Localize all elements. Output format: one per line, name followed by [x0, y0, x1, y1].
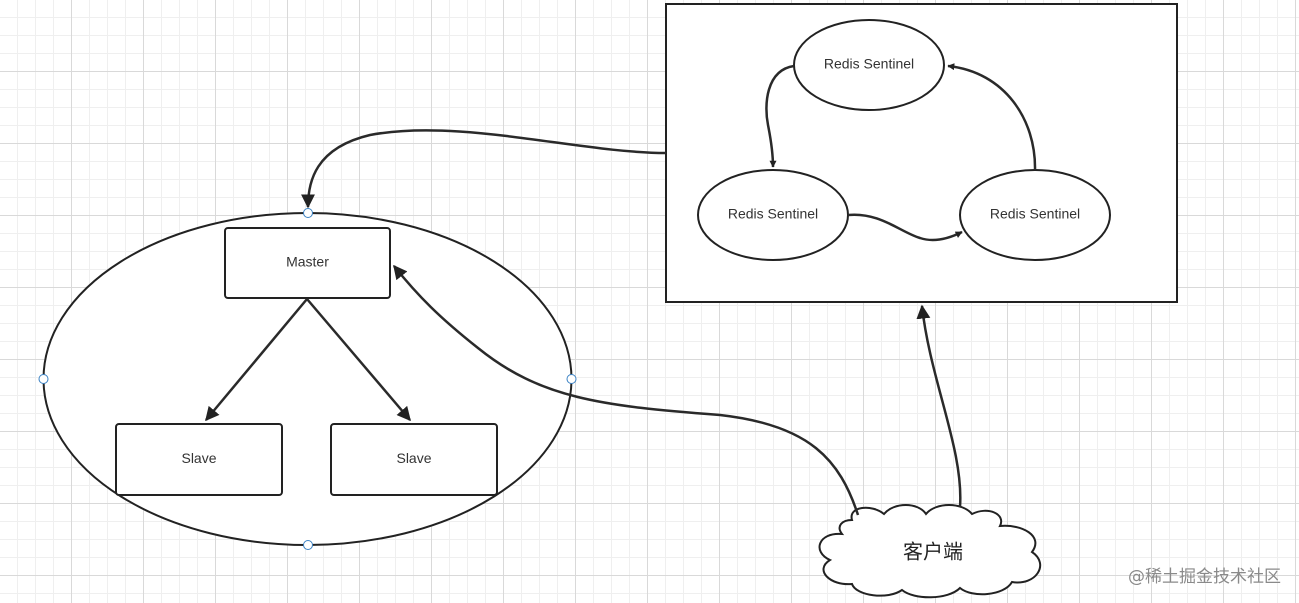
edge-sentinel-left-to-right[interactable]: [847, 213, 963, 242]
client-label: 客户端: [903, 540, 963, 564]
resize-handle-left[interactable]: [38, 374, 49, 384]
sentinel-left-label: Redis Sentinel: [728, 206, 818, 222]
edge-master-slave-left[interactable]: [205, 298, 308, 422]
slave-left-label: Slave: [181, 450, 216, 466]
sentinel-node-left[interactable]: Redis Sentinel: [697, 169, 849, 261]
cloud-icon: [818, 504, 1042, 599]
sentinel-right-label: Redis Sentinel: [990, 206, 1080, 222]
edge-sentinel-right-to-top[interactable]: [947, 63, 1037, 171]
edge-client-to-master[interactable]: [393, 264, 860, 516]
sentinel-node-right[interactable]: Redis Sentinel: [959, 169, 1111, 261]
watermark: @稀土掘金技术社区: [1128, 567, 1281, 587]
edge-client-to-sentinels[interactable]: [916, 304, 962, 508]
edge-sentinel-top-to-left[interactable]: [765, 64, 795, 168]
edge-sentinels-to-master[interactable]: [301, 129, 667, 209]
slave-node-left[interactable]: Slave: [115, 423, 283, 496]
master-label: Master: [286, 254, 329, 270]
sentinel-node-top[interactable]: Redis Sentinel: [793, 19, 945, 111]
sentinel-top-label: Redis Sentinel: [824, 56, 914, 72]
master-node[interactable]: Master: [224, 227, 391, 299]
slave-node-right[interactable]: Slave: [330, 423, 498, 496]
resize-handle-bottom[interactable]: [303, 540, 313, 550]
edge-master-slave-right[interactable]: [306, 298, 411, 422]
resize-handle-right[interactable]: [566, 374, 577, 384]
resize-handle-top[interactable]: [303, 208, 313, 218]
client-node[interactable]: 客户端: [818, 504, 1042, 599]
slave-right-label: Slave: [396, 450, 431, 466]
